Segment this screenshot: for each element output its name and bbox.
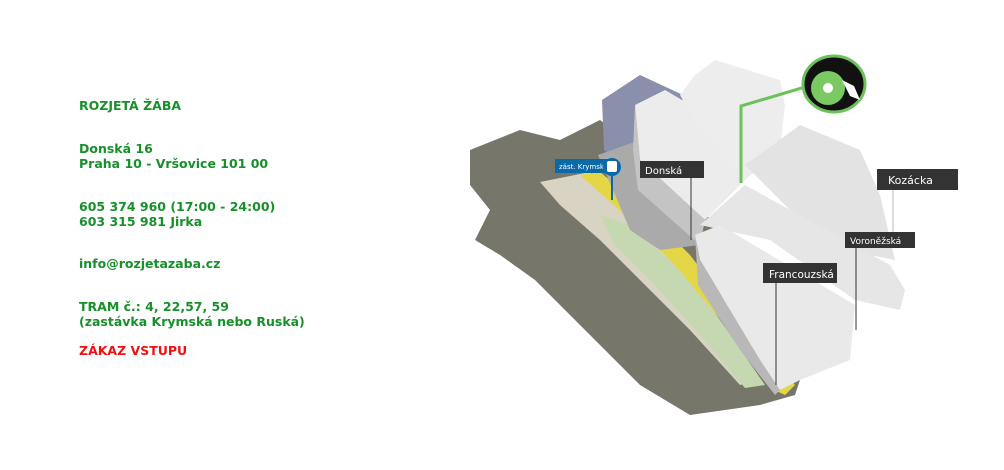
address: Donská 16 Praha 10 - Vršovice 101 00 xyxy=(79,141,269,171)
map-park-green xyxy=(600,215,765,388)
location-map: zást. Krymská Donská Kozácka Voroněžská … xyxy=(470,54,958,415)
street-label-donska: Donská xyxy=(640,161,704,240)
phone-secondary: 603 315 981 Jirka xyxy=(79,213,203,229)
email-link[interactable]: info@rozjetazaba.cz xyxy=(79,256,221,271)
address-city: Praha 10 - Vršovice 101 00 xyxy=(79,155,269,171)
club-name: ROZJETÁ ŽÁBA xyxy=(79,98,182,113)
svg-text:Donská: Donská xyxy=(645,165,682,177)
building xyxy=(695,235,780,395)
svg-text:Francouzská: Francouzská xyxy=(769,269,834,281)
street-label-voronezska: Voroněžská xyxy=(845,232,915,330)
no-entry-warning: ZÁKAZ VSTUPU xyxy=(79,343,188,358)
building xyxy=(633,105,705,245)
street-label-kozacka: Kozácka xyxy=(877,169,958,235)
building xyxy=(695,225,855,390)
tram-stop-marker[interactable]: zást. Krymská xyxy=(555,158,621,200)
building xyxy=(745,125,895,260)
svg-text:Kozácka: Kozácka xyxy=(888,174,933,187)
phones: 605 374 960 (17:00 - 24:00) 603 315 981 … xyxy=(79,199,276,229)
tram-info: TRAM č.: 4, 22,57, 59 (zastávka Krymská … xyxy=(79,299,305,329)
logo-connector-line xyxy=(739,85,806,183)
building xyxy=(700,185,905,310)
svg-text:Voroněžská: Voroněžská xyxy=(850,237,901,247)
tram-lines: TRAM č.: 4, 22,57, 59 xyxy=(79,299,229,314)
tram-stop-label: zást. Krymská xyxy=(559,163,608,171)
building xyxy=(635,90,750,220)
address-street: Donská 16 xyxy=(79,141,153,156)
phone-primary: 605 374 960 (17:00 - 24:00) xyxy=(79,199,276,214)
club-logo-frog-turntable-icon xyxy=(801,54,867,114)
building xyxy=(680,60,785,180)
bus-icon xyxy=(607,161,617,172)
street-label-francouzska: Francouzská xyxy=(763,263,837,385)
tram-stops: (zastávka Krymská nebo Ruská) xyxy=(79,313,305,329)
